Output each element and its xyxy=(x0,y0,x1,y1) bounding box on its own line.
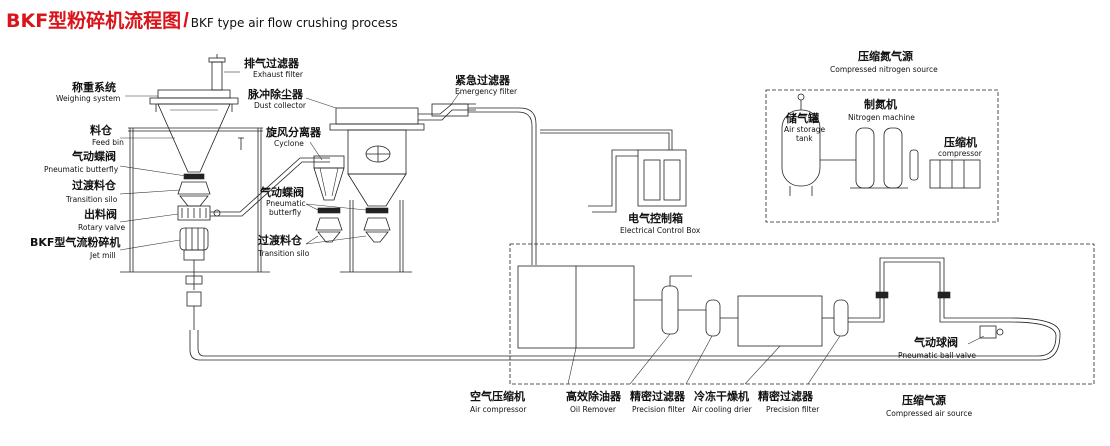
exhaust-filter-en: Exhaust filter xyxy=(253,70,304,79)
precision-filter-1-en: Precision filter xyxy=(632,405,686,414)
label-pneumatic-butterfly-left: 气动蝶阀 Pneumatic butterfly xyxy=(44,149,119,174)
label-air-compressor: 空气压缩机 Air compressor xyxy=(470,389,527,414)
label-compressor: 压缩机 compressor xyxy=(938,135,983,158)
label-precision-filter-2: 精密过滤器 Precision filter xyxy=(758,389,820,414)
transition-silo-mid-cn: 过渡料仓 xyxy=(258,233,303,247)
dust-collector-assembly xyxy=(329,103,476,273)
title-slash: / xyxy=(183,10,189,32)
label-oil-remover: 高效除油器 Oil Remover xyxy=(566,389,622,414)
air-compressor-cn: 空气压缩机 xyxy=(470,389,525,403)
cyclone-cn: 旋风分离器 xyxy=(265,125,322,139)
diagram-title: BKF型粉碎机流程图/BKF type air flow crushing pr… xyxy=(6,8,398,36)
pneumatic-butterfly-mid-en: Pneumatic xyxy=(266,199,306,208)
compressor-en: compressor xyxy=(938,149,983,158)
nitrogen-machine-cn: 制氮机 xyxy=(864,97,897,111)
pneumatic-ball-valve-cn: 气动球阀 xyxy=(913,335,958,349)
cyclone-assembly xyxy=(313,155,345,243)
pneumatic-butterfly-mid-cn: 气动蝶阀 xyxy=(259,185,304,199)
label-pneumatic-ball-valve: 气动球阀 Pneumatic ball valve xyxy=(898,335,976,360)
title-english: BKF type air flow crushing process xyxy=(190,16,398,30)
air-compressor-en: Air compressor xyxy=(470,405,527,414)
precision-filter-1-cn: 精密过滤器 xyxy=(630,389,686,403)
label-air-source: 压缩气源 Compressed air source xyxy=(886,393,972,418)
label-dust-collector: 脉冲除尘器 Dust collector xyxy=(247,87,307,110)
pneumatic-butterfly-left-en: Pneumatic butterfly xyxy=(44,165,119,174)
label-nitrogen-source: 压缩氮气源 Compressed nitrogen source xyxy=(830,49,938,74)
exhaust-filter-cn: 排气过滤器 xyxy=(244,56,300,70)
label-feed-bin: 料仓 Feed bin xyxy=(90,123,124,147)
air-cooling-drier-cn: 冷冻干燥机 xyxy=(694,389,749,403)
label-transition-silo-left: 过渡料仓 Transition silo xyxy=(65,178,118,204)
weighing-system-cn: 称重系统 xyxy=(72,80,116,94)
label-electrical-box: 电气控制箱 Electrical Control Box xyxy=(620,211,701,235)
feed-bin-cn: 料仓 xyxy=(90,123,113,137)
air-source-en: Compressed air source xyxy=(886,409,972,418)
jet-mill-en: Jet mill xyxy=(89,251,116,260)
nitrogen-source-box xyxy=(765,89,999,223)
transition-silo-left-en: Transition silo xyxy=(65,195,118,204)
electrical-control-box xyxy=(588,149,687,213)
rotary-valve-cn: 出料阀 xyxy=(84,207,117,221)
label-cyclone: 旋风分离器 Cyclone xyxy=(265,125,322,148)
emergency-pipe xyxy=(468,107,673,265)
compressor-cn: 压缩机 xyxy=(944,135,977,149)
pneumatic-butterfly-left-cn: 气动蝶阀 xyxy=(71,149,116,163)
air-storage-tank-cn: 储气罐 xyxy=(786,111,819,125)
emergency-filter-cn: 紧急过滤器 xyxy=(455,73,511,87)
leader-lines xyxy=(119,71,985,385)
label-pneumatic-butterfly-mid: 气动蝶阀 Pneumatic butterfly xyxy=(259,185,306,217)
transition-silo-left-cn: 过渡料仓 xyxy=(72,178,117,192)
label-air-storage-tank: 储气罐 Air storage tank xyxy=(784,111,826,143)
rotary-valve-en: Rotary valve xyxy=(78,223,125,232)
nitrogen-machine-en: Nitrogen machine xyxy=(848,113,915,122)
pneumatic-butterfly-mid-en2: butterfly xyxy=(269,208,302,217)
weighing-system-en: Weighing system xyxy=(56,94,120,103)
cyclone-en: Cyclone xyxy=(274,139,304,148)
emergency-filter-en: Emergency filter xyxy=(455,87,518,96)
air-source-cn: 压缩气源 xyxy=(902,393,946,407)
label-precision-filter-1: 精密过滤器 Precision filter xyxy=(630,389,686,414)
label-rotary-valve: 出料阀 Rotary valve xyxy=(78,207,125,232)
label-emergency-filter: 紧急过滤器 Emergency filter xyxy=(455,73,518,96)
pneumatic-ball-valve-en: Pneumatic ball valve xyxy=(898,351,976,360)
air-storage-tank-en2: tank xyxy=(796,134,813,143)
dust-collector-cn: 脉冲除尘器 xyxy=(247,87,304,101)
air-storage-tank-en: Air storage xyxy=(784,125,826,134)
label-weighing-system: 称重系统 Weighing system xyxy=(56,80,120,103)
feed-bin-en: Feed bin xyxy=(92,138,124,147)
label-nitrogen-machine: 制氮机 Nitrogen machine xyxy=(848,97,915,122)
pipe-mill-to-cyclone xyxy=(210,157,330,217)
jet-mill-cn: BKF型气流粉碎机 xyxy=(30,235,120,249)
oil-remover-cn: 高效除油器 xyxy=(566,389,622,403)
label-air-cooling-drier: 冷冻干燥机 Air cooling drier xyxy=(692,389,753,414)
precision-filter-2-cn: 精密过滤器 xyxy=(758,389,814,403)
air-cooling-drier-en: Air cooling drier xyxy=(692,405,753,414)
air-source-box xyxy=(189,243,1095,385)
title-chinese: BKF型粉碎机流程图 xyxy=(6,10,182,32)
dust-collector-en: Dust collector xyxy=(254,101,307,110)
precision-filter-2-en: Precision filter xyxy=(766,405,820,414)
nitrogen-source-cn: 压缩氮气源 xyxy=(858,49,913,63)
electrical-box-cn: 电气控制箱 xyxy=(628,211,683,225)
nitrogen-source-en: Compressed nitrogen source xyxy=(830,65,938,74)
transition-silo-mid-en: Transition silo xyxy=(257,249,310,258)
label-jet-mill: BKF型气流粉碎机 Jet mill xyxy=(30,235,120,260)
label-exhaust-filter: 排气过滤器 Exhaust filter xyxy=(244,56,304,79)
electrical-box-en: Electrical Control Box xyxy=(620,226,701,235)
oil-remover-en: Oil Remover xyxy=(570,405,617,414)
label-transition-silo-mid: 过渡料仓 Transition silo xyxy=(257,233,310,258)
